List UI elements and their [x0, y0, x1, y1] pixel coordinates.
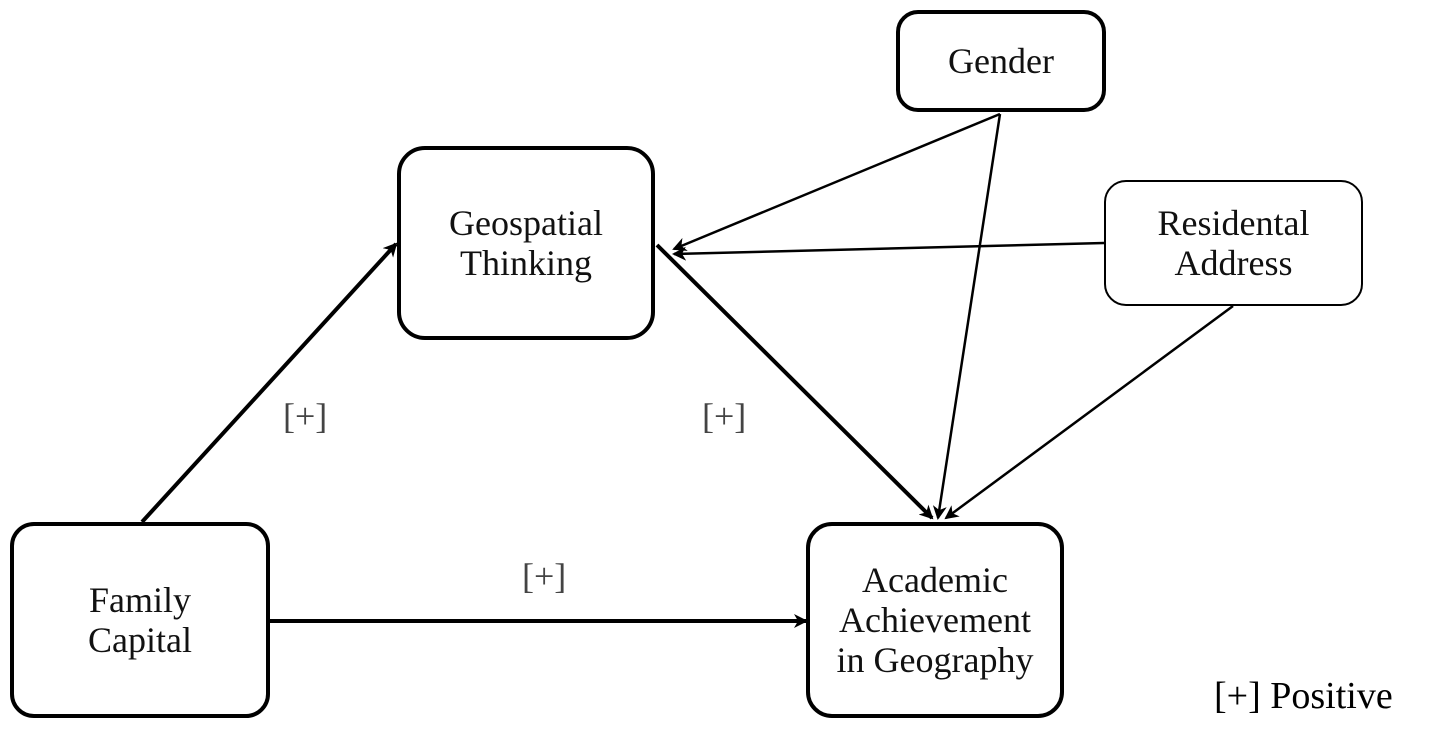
node-gender-label: Gender [948, 41, 1054, 81]
node-residental-line1: Residental [1157, 203, 1310, 243]
node-geospatial-line1: Geospatial [449, 203, 603, 243]
node-family-capital: Family Capital [10, 522, 270, 718]
node-geospatial-thinking: Geospatial Thinking [397, 146, 655, 340]
arrow-family-to-geospatial [140, 242, 398, 524]
node-academic-achievement: Academic Achievement in Geography [806, 522, 1064, 718]
edge-label-geospatial-academic: [+] [702, 396, 747, 436]
edge-label-family-geospatial: [+] [283, 396, 328, 436]
node-residental-line2: Address [1174, 243, 1293, 283]
arrow-residental-to-geospatial [672, 241, 1105, 261]
node-residental-address: Residental Address [1104, 180, 1363, 306]
arrow-residental-to-academic [944, 304, 1234, 520]
node-academic-line3: in Geography [836, 640, 1034, 680]
arrow-geospatial-to-academic [655, 243, 934, 520]
node-academic-line2: Achievement [839, 600, 1031, 640]
arrow-gender-to-academic [932, 113, 1002, 520]
node-family-line2: Capital [88, 620, 192, 660]
edge-label-family-academic: [+] [522, 556, 567, 596]
legend-positive: [+] Positive [1214, 675, 1393, 717]
node-academic-line1: Academic [862, 560, 1008, 600]
node-gender: Gender [896, 10, 1106, 112]
node-family-line1: Family [88, 580, 191, 620]
arrow-gender-to-geospatial [672, 112, 1001, 251]
node-geospatial-line2: Thinking [459, 243, 592, 283]
